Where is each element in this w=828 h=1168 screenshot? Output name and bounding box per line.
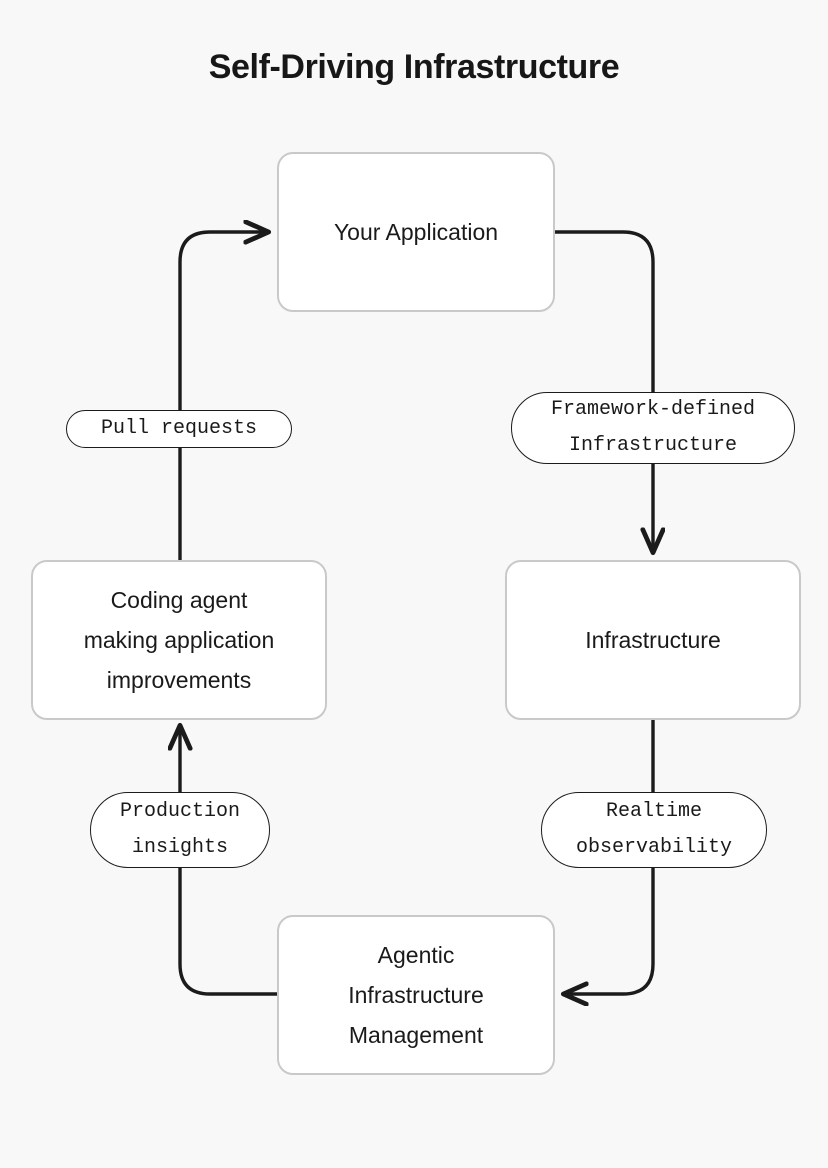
- node-your-application-label: Your Application: [333, 219, 499, 245]
- edge-label-framework-defined-infrastructure: Framework-defined Infrastructure: [511, 392, 795, 464]
- edge-label-realtime-observability: Realtime observability: [541, 792, 767, 868]
- node-agentic-infrastructure-management[interactable]: Agentic Infrastructure Management: [277, 915, 555, 1075]
- page-title: Self-Driving Infrastructure: [208, 48, 620, 86]
- node-coding-agent[interactable]: Coding agent making application improvem…: [31, 560, 327, 720]
- edge-path-agentic-to-coding: [180, 726, 279, 996]
- node-agentic-infrastructure-management-label: Agentic Infrastructure Management: [348, 942, 484, 1048]
- edge-path-app-to-infra: [553, 230, 653, 552]
- node-coding-agent-label: Coding agent making application improvem…: [83, 587, 275, 693]
- edge-label-pull-requests-text: Pull requests: [100, 417, 258, 440]
- node-infrastructure[interactable]: Infrastructure: [505, 560, 801, 720]
- node-your-application[interactable]: Your Application: [277, 152, 555, 312]
- node-infrastructure-label: Infrastructure: [585, 627, 721, 653]
- edge-label-pull-requests: Pull requests: [66, 410, 292, 448]
- edge-label-production-insights-text: Production insights: [119, 800, 241, 859]
- edge-path-infra-to-agentic: [564, 718, 655, 994]
- edge-label-realtime-observability-text: Realtime observability: [575, 800, 733, 859]
- edge-path-coding-to-app: [178, 232, 268, 562]
- edge-label-production-insights: Production insights: [90, 792, 270, 868]
- edge-label-framework-defined-infrastructure-text: Framework-defined Infrastructure: [550, 398, 756, 457]
